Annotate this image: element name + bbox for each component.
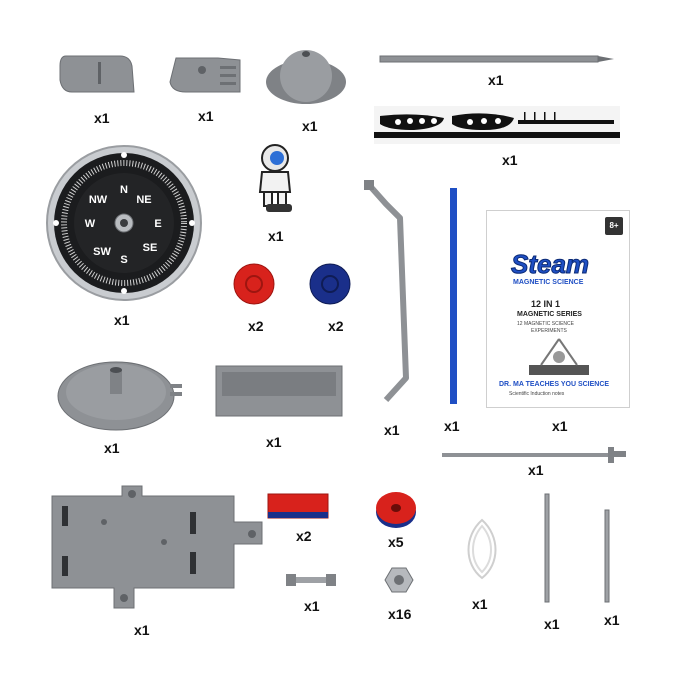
string-loop (460, 516, 506, 582)
tray (212, 362, 346, 424)
qty-tab-piece: x1 (94, 110, 110, 126)
compass-dial: N NE E SE S SW W NW (46, 145, 202, 301)
manual-count: 12 IN 1 (531, 299, 561, 309)
qty-ring-magnet: x5 (388, 534, 404, 550)
qty-manual-booklet: x1 (552, 418, 568, 434)
astronaut-figure (250, 142, 300, 214)
qty-sticker-sheet: x1 (502, 152, 518, 168)
round-stand (54, 342, 184, 434)
qty-metal-rod-long: x1 (544, 616, 560, 632)
qty-red-disc: x2 (248, 318, 264, 334)
hex-nut (384, 566, 414, 594)
qty-string-loop: x1 (472, 596, 488, 612)
qty-thin-pin: x1 (528, 462, 544, 478)
compass-label-s: S (120, 254, 127, 266)
manual-title: Steam (510, 249, 590, 280)
compass-label-sw: SW (93, 246, 111, 258)
bent-rod (362, 178, 422, 408)
qty-long-pin: x1 (488, 72, 504, 88)
manual-small-2: EXPERIMENTS (531, 328, 567, 334)
qty-bolt: x1 (304, 598, 320, 614)
qty-clip-piece: x1 (198, 108, 214, 124)
qty-blue-disc: x2 (328, 318, 344, 334)
qty-blue-rod: x1 (444, 418, 460, 434)
qty-metal-rod-short: x1 (604, 612, 620, 628)
clip-piece (166, 52, 244, 98)
manual-footer: DR. MA TEACHES YOU SCIENCE (499, 381, 610, 388)
qty-dome-cap: x1 (302, 118, 318, 134)
manual-small-1: 12 MAGNETIC SCIENCE (517, 321, 574, 327)
manual-age-badge: 8+ (605, 217, 623, 235)
metal-rod-long (542, 493, 552, 604)
blue-rod (448, 188, 460, 406)
qty-compass-dial: x1 (114, 312, 130, 328)
qty-hex-nut: x16 (388, 606, 412, 622)
base-plate (44, 482, 270, 618)
qty-round-stand: x1 (104, 440, 120, 456)
manual-footer-small: Scientific Induction notes (509, 391, 565, 397)
ring-magnet (374, 490, 418, 530)
compass-label-ne: NE (136, 194, 151, 206)
metal-rod-short (602, 509, 612, 604)
compass-label-w: W (85, 218, 96, 230)
bar-magnet (267, 492, 330, 520)
compass-label-n: N (120, 184, 128, 196)
blue-disc (308, 262, 352, 306)
bolt (286, 570, 340, 590)
qty-bar-magnet: x2 (296, 528, 312, 544)
dome-cap (264, 40, 348, 106)
compass-label-e: E (154, 218, 161, 230)
tab-piece (58, 52, 136, 96)
manual-illustration (529, 338, 589, 375)
compass-label-nw: NW (89, 194, 108, 206)
qty-base-plate: x1 (134, 622, 150, 638)
red-disc (232, 262, 276, 306)
manual-series: MAGNETIC SERIES (517, 311, 582, 318)
manual-subtitle: MAGNETIC SCIENCE (513, 279, 584, 286)
qty-astronaut-figure: x1 (268, 228, 284, 244)
compass-label-se: SE (143, 242, 158, 254)
thin-pin (442, 445, 632, 467)
qty-tray: x1 (266, 434, 282, 450)
manual-booklet: 8+ Steam MAGNETIC SCIENCE 12 IN 1 MAGNET… (486, 210, 630, 408)
sticker-sheet (374, 106, 620, 144)
long-pin (379, 53, 616, 65)
qty-bent-rod: x1 (384, 422, 400, 438)
